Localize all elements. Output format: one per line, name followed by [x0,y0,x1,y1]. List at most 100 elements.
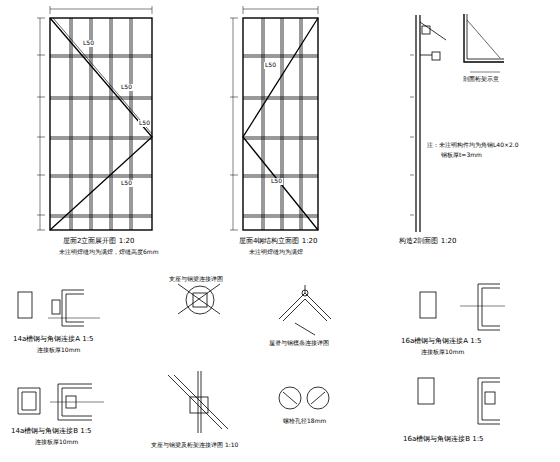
note-text: 连接板厚10mm [420,349,465,356]
member-label: L50 [138,120,151,127]
drawing-stroke [281,18,282,230]
note-text: 钢板厚t=3mm [440,152,483,159]
drawing-stroke [230,18,238,19]
drawing-stroke [168,375,222,429]
note-text: 螺栓孔径18mm [282,418,327,425]
drawing-stroke [230,230,238,231]
drawing-stroke [279,293,305,319]
drawing-stroke [90,18,91,230]
drawing-stroke [201,371,202,433]
drawing-stroke [295,323,315,335]
drawing-stroke [230,175,238,176]
drawing-stroke [305,285,306,293]
drawing-stroke [230,97,238,98]
drawing-stroke [37,175,45,176]
drawing-stroke [460,306,505,307]
drawing-stroke [50,18,152,230]
drawing-stroke [37,97,45,98]
drawing-stroke [178,284,220,314]
drawing-stroke [420,292,436,318]
detail-title: 14a槽钢与角钢连接A 1:5 [12,336,94,344]
drawing-stroke [243,99,318,100]
drawing-stroke [283,18,284,230]
drawing-stroke [37,137,45,138]
drawing-stroke [485,392,495,404]
drawing-stroke [300,18,301,230]
drawing-stroke [420,22,446,40]
member-label: L50 [82,40,95,47]
drawing-stroke [305,299,327,321]
section-view [410,14,504,232]
drawing-stroke [410,55,414,56]
drawing-stroke [415,15,416,232]
drawing-stroke [112,18,113,230]
drawing-stroke [410,175,414,176]
drawing-stroke [50,97,152,98]
drawing-stroke [50,99,152,100]
drawing-stroke [50,18,152,230]
elevation-frame-2 [230,6,318,230]
drawing-stroke [52,300,60,314]
drawing-stroke [464,14,504,62]
drawing-stroke [178,284,220,314]
drawing-stroke [50,9,152,10]
drawing-stroke [311,392,325,404]
drawing-stroke [18,388,40,414]
view-title: 屋面2立面展开图 1:20 [62,238,135,246]
note-text: 连接板厚10mm [36,347,81,354]
drawing-stroke [305,293,331,319]
drawing-stroke [410,137,414,138]
drawing-stroke [467,20,500,58]
drawing-stroke [243,18,318,230]
member-label: L50 [264,62,277,69]
drawing-stroke [243,9,318,10]
drawing-stroke [18,292,32,318]
drawing-stroke [302,290,308,296]
drawing-stroke [478,378,500,424]
detail-title: 剖面桁架示意 [462,76,500,83]
drawing-stroke [243,137,318,138]
member-label: L50 [120,84,133,91]
detail-title: 支座与钢梁及桁架连接详图 1:10 [150,442,239,449]
drawing-stroke [470,72,500,73]
drawing-stroke [152,6,153,14]
drawing-stroke [198,371,199,433]
detail-title: 16a槽钢与角钢连接A 1:5 [400,338,482,346]
view-title: 屋面4钢结构立面图 1:20 [238,238,318,246]
drawing-stroke [283,392,297,404]
drawing-stroke [243,139,318,140]
drawing-stroke [50,177,152,178]
drawing-stroke [279,387,301,409]
drawing-stroke [478,284,500,330]
drawing-stroke [243,175,318,176]
drawing-stroke [40,18,41,230]
drawing-stroke [50,402,104,403]
drawing-stroke [37,215,45,216]
drawing-stroke [132,18,133,230]
drawing-stroke [283,299,305,321]
drawing-stroke [50,57,152,58]
drawing-stroke [92,18,93,230]
drawing-stroke [37,230,45,231]
drawing-stroke [418,378,434,404]
drawing-stroke [243,18,318,230]
member-label: L50 [120,180,133,187]
drawing-stroke [243,97,318,98]
drawing-stroke [130,18,131,230]
drawing-stroke [190,397,208,413]
drawing-stroke [50,137,152,138]
note-text: 注：未注明构件均为角钢L40×2.0 [426,142,520,149]
drawing-stroke [53,18,152,134]
drawing-stroke [37,55,45,56]
drawing-stroke [72,18,73,230]
detail-title: 14a槽钢与角钢连接B 1:5 [10,428,93,436]
drawing-stroke [50,139,152,140]
drawing-stroke [264,18,265,230]
note-text: 未注明焊缝均为满焊，焊缝高度6mm [58,249,160,256]
drawing-stroke [178,284,220,314]
drawing-stroke [37,18,45,19]
detail-title: 16a槽钢与角钢连接B 1:5 [402,436,485,444]
